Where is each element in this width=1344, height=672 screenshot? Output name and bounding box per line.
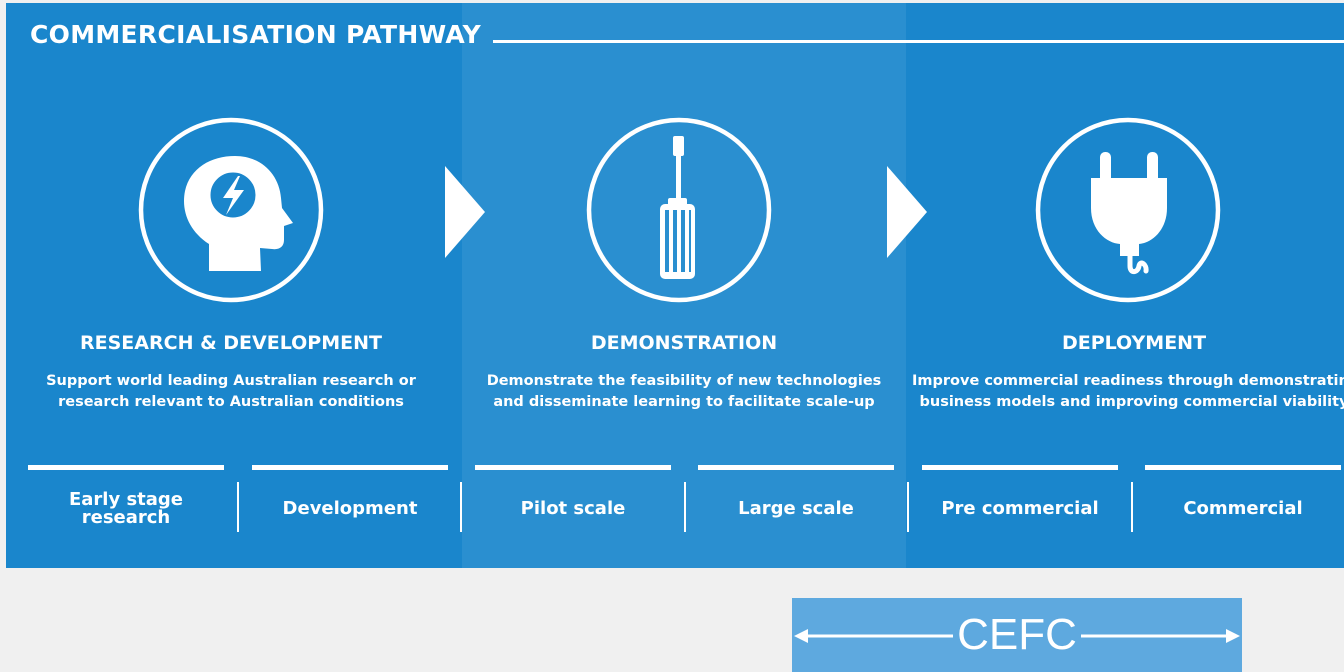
substage-rule [1145,465,1341,470]
substage-pre-commercial: Pre commercial [941,498,1099,519]
screwdriver-icon [585,116,773,304]
page-title: COMMERCIALISATION PATHWAY [30,20,481,49]
stage-title-demonstration: DEMONSTRATION [590,332,778,354]
substage-large-scale: Large scale [738,498,854,519]
substage-rule [698,465,894,470]
band-deployment [906,3,1344,568]
substage-rule [28,465,224,470]
substage-rule [922,465,1118,470]
arrow-right-icon [443,166,485,258]
description-line: and disseminate learning to facilitate s… [493,394,875,410]
description-line: Support world leading Australian researc… [46,373,416,389]
substage-rule [252,465,448,470]
stage-title-deployment: DEPLOYMENT [1061,332,1207,354]
title-rule [493,40,1344,43]
description-line: research relevant to Australian conditio… [58,394,404,410]
cefc-label-text: CEFC [953,610,1081,659]
stage-title-research: RESEARCH & DEVELOPMENT [80,332,382,354]
substage-rule [475,465,671,470]
substage-commercial: Commercial [1183,498,1303,519]
substage-divider [460,482,462,532]
stage-description-deployment: Improve commercial readiness through dem… [912,371,1344,413]
substage-early-stage-research: Early stage research [68,489,184,528]
substage-pilot-scale: Pilot scale [520,498,626,519]
band-research [6,3,462,568]
substage-divider [237,482,239,532]
substage-divider [907,482,909,532]
pathway-panel: COMMERCIALISATION PATHWAY [6,3,1344,568]
description-line: Demonstrate the feasibility of new techn… [486,373,882,389]
cefc-label: CEFC [792,608,1242,662]
cefc-range-box: CEFC [792,598,1242,672]
substage-divider [684,482,686,532]
description-line: business models and improving commercial… [919,394,1344,410]
substage-divider [1131,482,1133,532]
substage-development: Development [282,498,418,519]
head-lightning-icon [137,116,325,304]
arrow-right-icon [885,166,927,258]
stage-description-demonstration: Demonstrate the feasibility of new techn… [462,371,906,413]
stage-description-research: Support world leading Australian researc… [9,371,453,413]
description-line: Improve commercial readiness through dem… [912,373,1344,389]
plug-icon [1034,116,1222,304]
band-demonstration [462,3,906,568]
